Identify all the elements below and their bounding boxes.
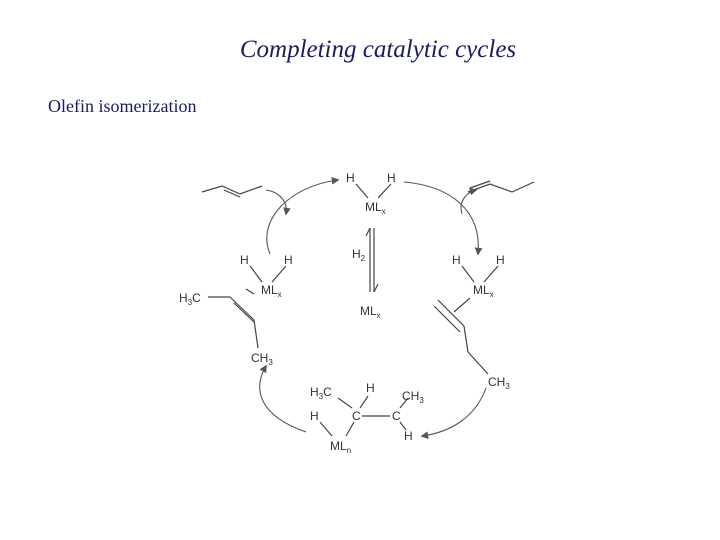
lower-left-arrow	[259, 364, 307, 433]
top-ml: ML	[365, 200, 382, 214]
svg-text:MLn: MLn	[330, 439, 351, 455]
svg-text:MLx: MLx	[261, 283, 282, 299]
upper-right-arrow	[403, 181, 483, 256]
bottom-h-left: H	[310, 409, 319, 423]
svg-text:MLx: MLx	[473, 283, 494, 299]
slide-title: Completing catalytic cycles	[239, 36, 517, 63]
right-ch3-ch: CH	[488, 375, 505, 389]
lower-right-arrow	[420, 387, 487, 439]
right-h-left: H	[452, 253, 461, 267]
right-ch3-sub: 3	[505, 382, 510, 391]
svg-text:MLx: MLx	[365, 200, 386, 216]
bottom-h3c-sub: 3	[319, 392, 324, 401]
top-h-left: H	[346, 171, 355, 185]
center-equilibrium: H2 MLx	[352, 227, 381, 320]
center-ml-sub: x	[377, 311, 381, 320]
olefin-release-arrow-left	[265, 189, 291, 216]
svg-text:MLx: MLx	[360, 304, 381, 320]
bottom-h3c-c: C	[323, 385, 332, 399]
svg-text:CH3: CH3	[402, 389, 424, 405]
bottom-ml-sub: n	[347, 446, 351, 455]
bottom-alkyl-complex: H3C H CH3 H C C H MLn	[310, 381, 424, 455]
olefin-release-arrow-right	[460, 187, 478, 215]
center-h-sub: 2	[361, 254, 366, 263]
center-ml: ML	[360, 304, 377, 318]
bottom-c-right: C	[392, 409, 401, 423]
svg-text:H2: H2	[352, 247, 366, 263]
left-ch3-sub: 3	[268, 358, 273, 367]
left-ch3-ch: CH	[251, 351, 268, 365]
bottom-h3c-h: H	[310, 385, 319, 399]
left-olefin-complex: H H MLx H3C CH3	[179, 253, 293, 367]
svg-text:CH3: CH3	[251, 351, 273, 367]
right-ml: ML	[473, 283, 490, 297]
svg-text:H3C: H3C	[179, 291, 201, 307]
left-h-left: H	[240, 253, 249, 267]
left-h3c-sub: 3	[188, 298, 193, 307]
slide-subtitle: Olefin isomerization	[48, 96, 197, 116]
upper-left-arrow	[266, 176, 340, 255]
right-ml-sub: x	[490, 290, 494, 299]
bottom-c: C	[352, 409, 361, 423]
bottom-h-right: H	[404, 429, 413, 443]
bottom-h-top: H	[366, 381, 375, 395]
left-h3c-c: C	[192, 291, 201, 305]
bottom-ch3-sub: 3	[419, 396, 424, 405]
left-ml: ML	[261, 283, 278, 297]
right-h-right: H	[496, 253, 505, 267]
top-left-olefin	[201, 185, 263, 198]
svg-text:H3C: H3C	[310, 385, 332, 401]
center-h: H	[352, 247, 361, 261]
top-h-right: H	[387, 171, 396, 185]
svg-text:CH3: CH3	[488, 375, 510, 391]
top-dihydride-complex: H H MLx	[346, 171, 396, 216]
left-ml-sub: x	[278, 290, 282, 299]
bottom-ch3-ch: CH	[402, 389, 419, 403]
right-olefin-complex: H H MLx CH3	[433, 253, 510, 391]
bottom-ml: ML	[330, 439, 347, 453]
top-ml-sub: x	[382, 207, 386, 216]
left-h3c-h: H	[179, 291, 188, 305]
left-h-right: H	[284, 253, 293, 267]
top-right-olefin	[467, 180, 535, 193]
